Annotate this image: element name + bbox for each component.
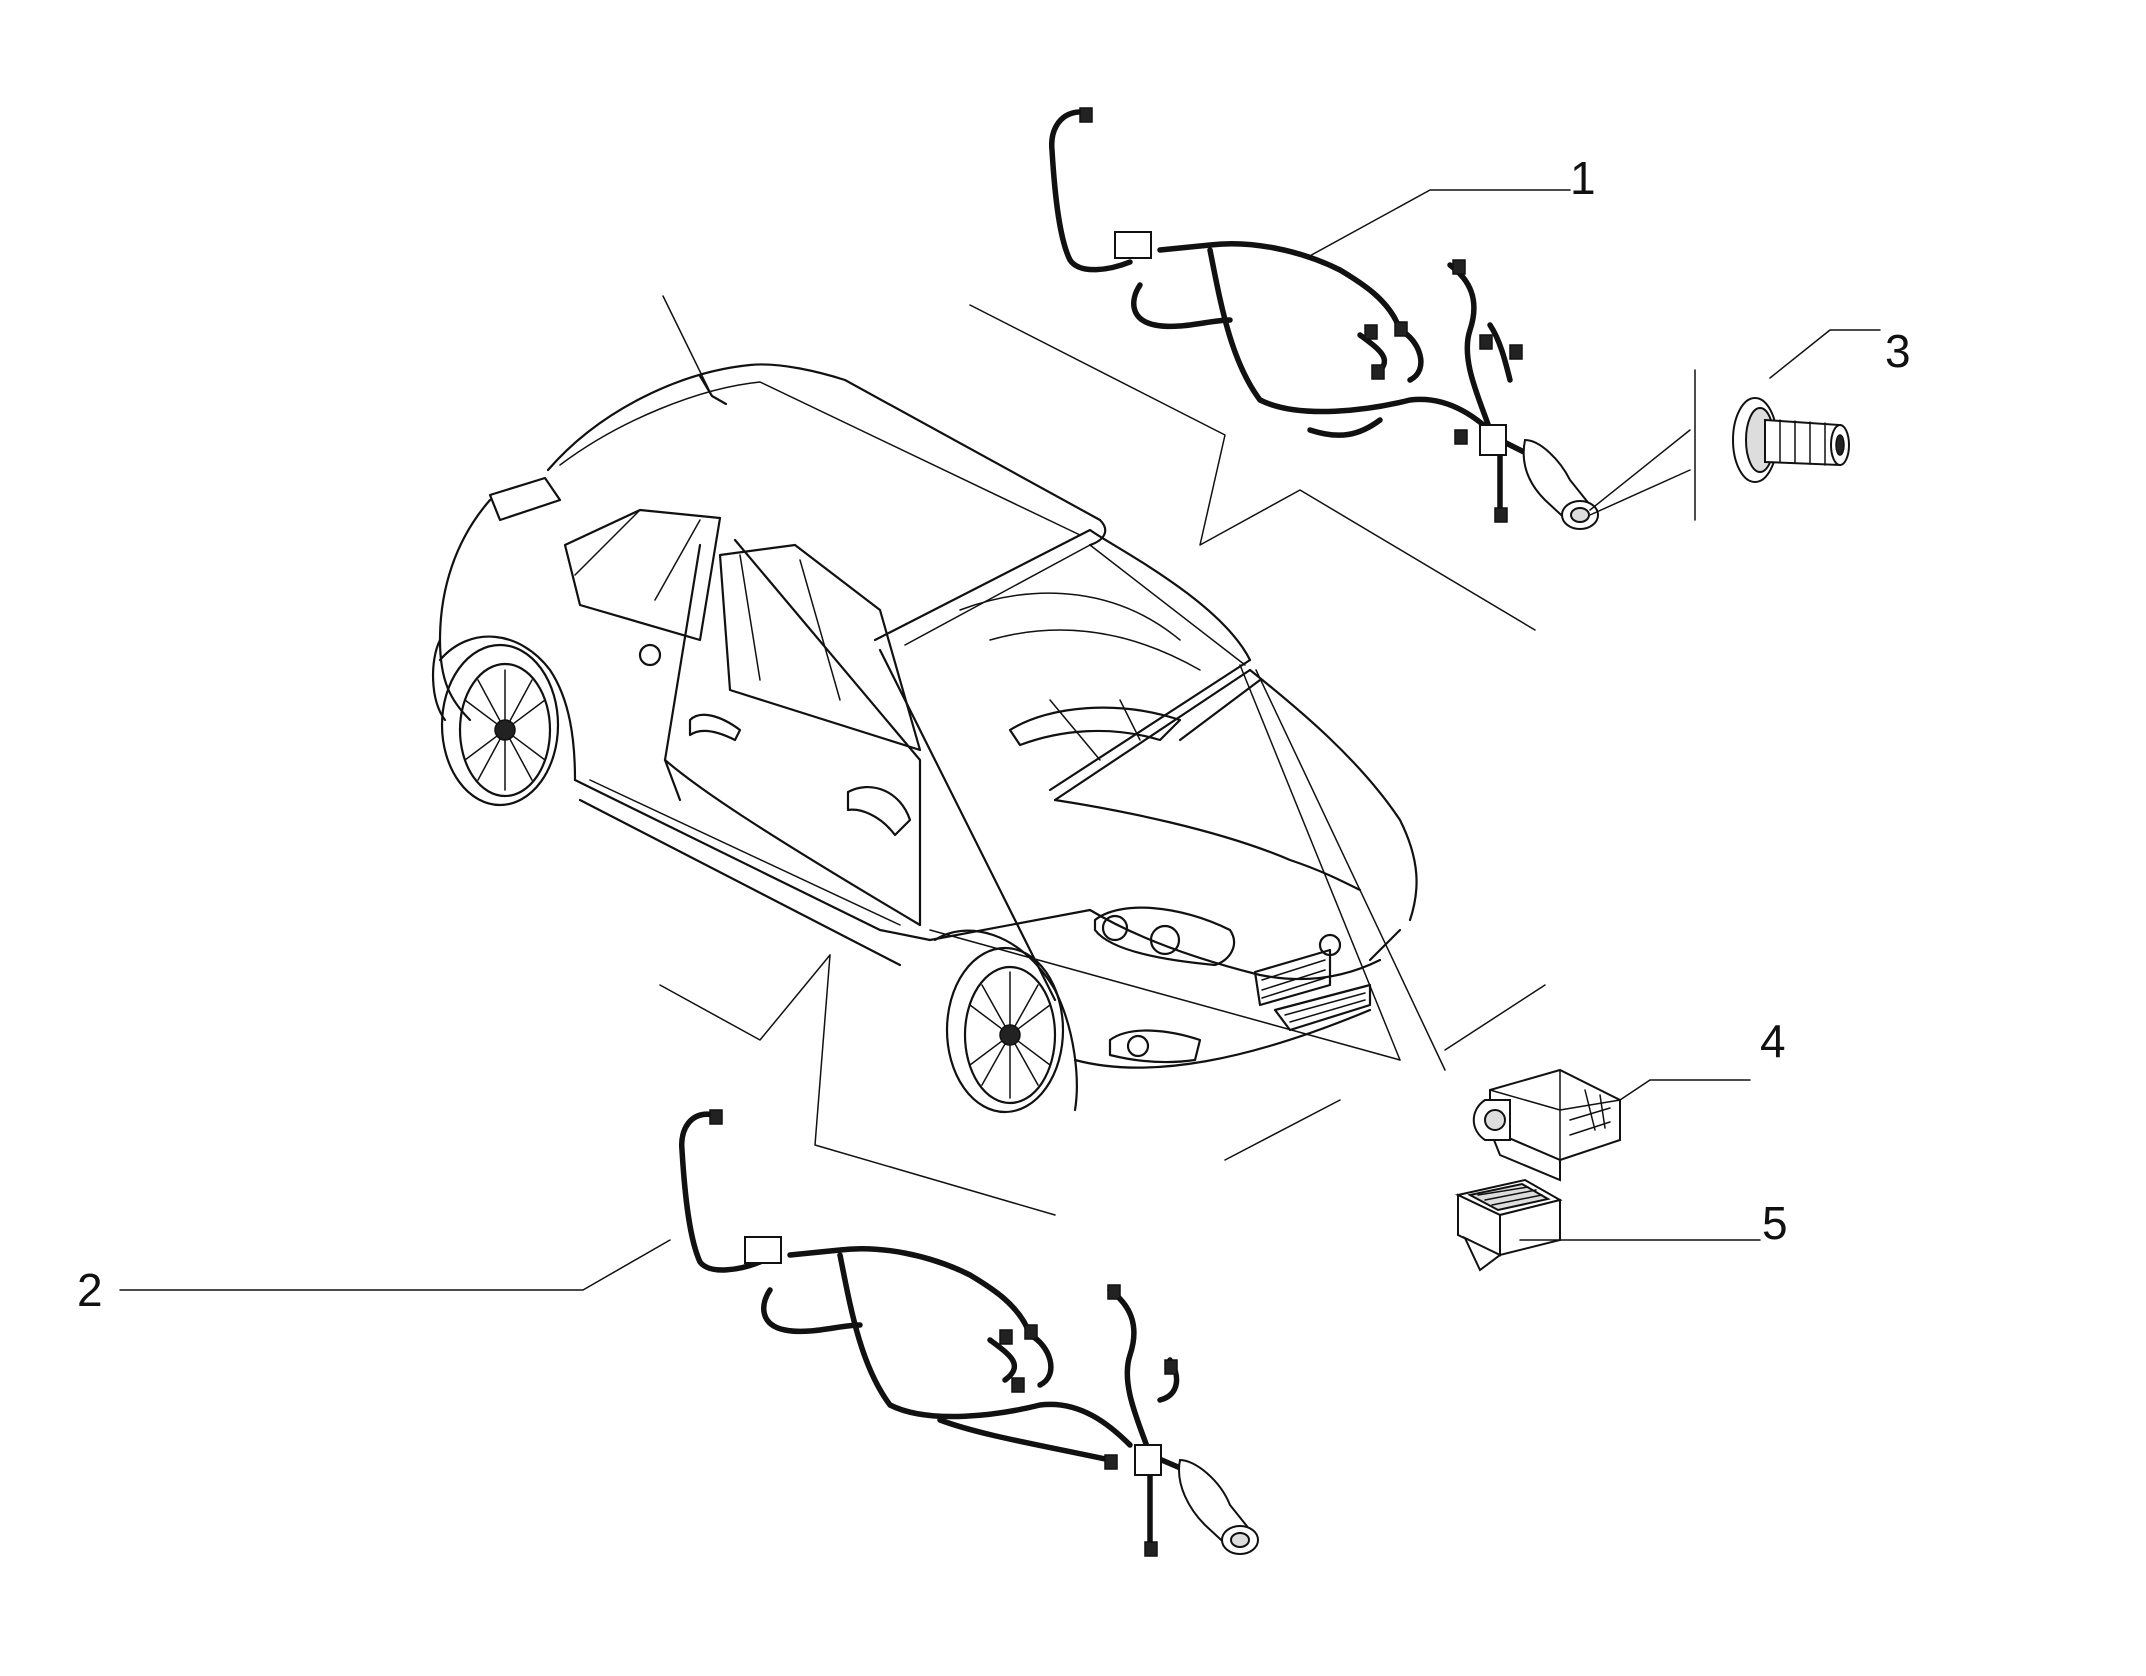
harness-upper xyxy=(1049,107,1599,530)
leader-lines xyxy=(119,189,1881,1291)
bulb-holder xyxy=(1589,369,1850,521)
callout-4: 4 xyxy=(1760,1015,1786,1067)
callout-1: 1 xyxy=(1570,152,1596,204)
harness-lower xyxy=(679,1109,1259,1557)
light-unit xyxy=(1472,1068,1621,1182)
callout-2: 2 xyxy=(77,1264,103,1316)
callout-5: 5 xyxy=(1762,1197,1788,1249)
callout-3: 3 xyxy=(1885,325,1911,377)
lens-cover xyxy=(1454,1178,1563,1272)
vehicle-outline xyxy=(432,295,1546,1216)
